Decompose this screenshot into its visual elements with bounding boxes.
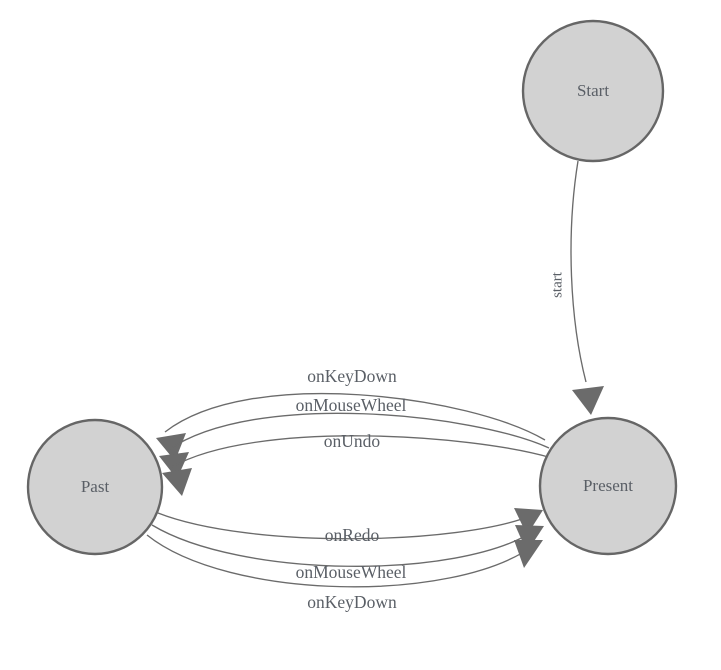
- edge-label-start: start: [549, 271, 565, 298]
- edge-present-to-past-onundo[interactable]: [162, 435, 553, 496]
- edge-present-to-past-onmousewheel-path: [167, 412, 550, 451]
- edge-present-to-past-onkeydown[interactable]: [156, 392, 546, 461]
- edge-label-top-onkeydown: onKeyDown: [307, 366, 397, 386]
- node-past[interactable]: Past: [26, 418, 164, 556]
- edge-present-to-past-onundo-path: [171, 435, 553, 468]
- edge-label-top-onundo: onUndo: [324, 431, 381, 451]
- edge-label-bottom-onmousewheel: onMouseWheel: [296, 562, 407, 582]
- arrowhead-past-3: [162, 468, 192, 496]
- arrowhead-present-2: [515, 525, 544, 552]
- node-start-circle: [521, 19, 665, 163]
- node-start-label: Start: [577, 81, 609, 100]
- edge-label-bottom-onkeydown: onKeyDown: [307, 592, 397, 612]
- arrowhead-present-1: [514, 508, 543, 535]
- node-present[interactable]: Present: [538, 416, 678, 556]
- arrowhead-present-top: [572, 386, 604, 415]
- edge-start-to-present-path: [570, 160, 587, 383]
- node-past-label: Past: [81, 477, 110, 496]
- node-present-label: Present: [583, 476, 633, 495]
- edge-past-to-present-onredo-path: [157, 512, 534, 540]
- node-past-circle: [26, 418, 164, 556]
- arrowhead-present-3: [514, 540, 543, 568]
- edge-past-to-present-onmousewheel[interactable]: [151, 524, 544, 567]
- node-present-circle: [538, 416, 678, 556]
- edge-present-to-past-onkeydown-path: [164, 392, 546, 441]
- arrowhead-past-1: [156, 433, 186, 461]
- node-start[interactable]: Start: [521, 19, 665, 163]
- edge-past-to-present-onkeydown-path: [146, 534, 534, 588]
- edge-past-to-present-onkeydown[interactable]: [146, 534, 543, 588]
- edge-past-to-present-onredo[interactable]: [157, 508, 543, 540]
- edge-label-top-onmousewheel: onMouseWheel: [296, 395, 407, 415]
- edge-past-to-present-onmousewheel-path: [151, 524, 535, 567]
- edge-start-to-present[interactable]: [570, 160, 604, 415]
- edge-label-bottom-onredo: onRedo: [325, 525, 380, 545]
